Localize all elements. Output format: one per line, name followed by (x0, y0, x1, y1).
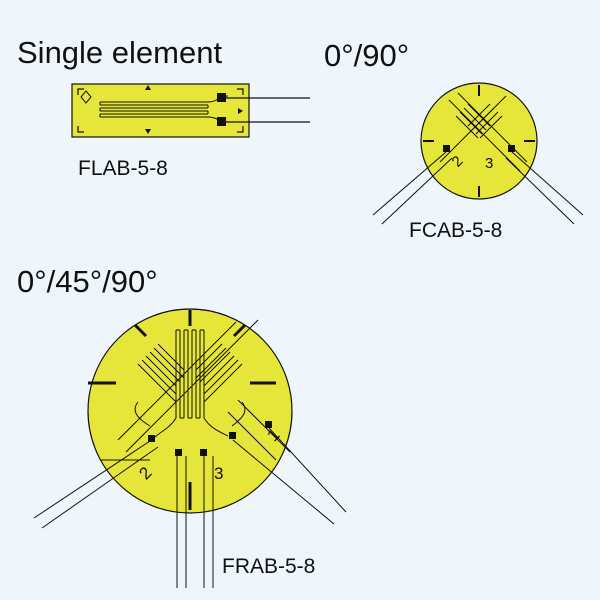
label-fcab-5-8: FCAB-5-8 (409, 219, 503, 242)
strain-grid-center (175, 329, 205, 419)
gauge-fcab-5-8: 2 3 (372, 82, 584, 225)
heading-single-element: Single element (17, 35, 223, 70)
lead-wires-single (226, 97, 310, 123)
label-flab-5-8: FLAB-5-8 (78, 157, 168, 180)
gauge-frab-5-8: 1 2 3 (33, 308, 347, 588)
lead-wires-rosette (33, 427, 347, 588)
strain-grid-biaxial (455, 103, 503, 139)
heading-0-90: 0°/90° (324, 38, 410, 73)
gauge-base-biaxial (420, 82, 538, 200)
heading-0-45-90: 0°/45°/90° (17, 264, 158, 299)
diamond-logo-icon (80, 90, 92, 104)
label-frab-5-8: FRAB-5-8 (222, 555, 316, 578)
grid-number-3-biaxial: 3 (485, 155, 493, 172)
gauge-flab-5-8 (71, 83, 310, 138)
gauge-base-rosette (87, 308, 293, 514)
strain-grid-diagonals (134, 343, 246, 439)
grid-number-3-rosette: 3 (214, 464, 223, 483)
